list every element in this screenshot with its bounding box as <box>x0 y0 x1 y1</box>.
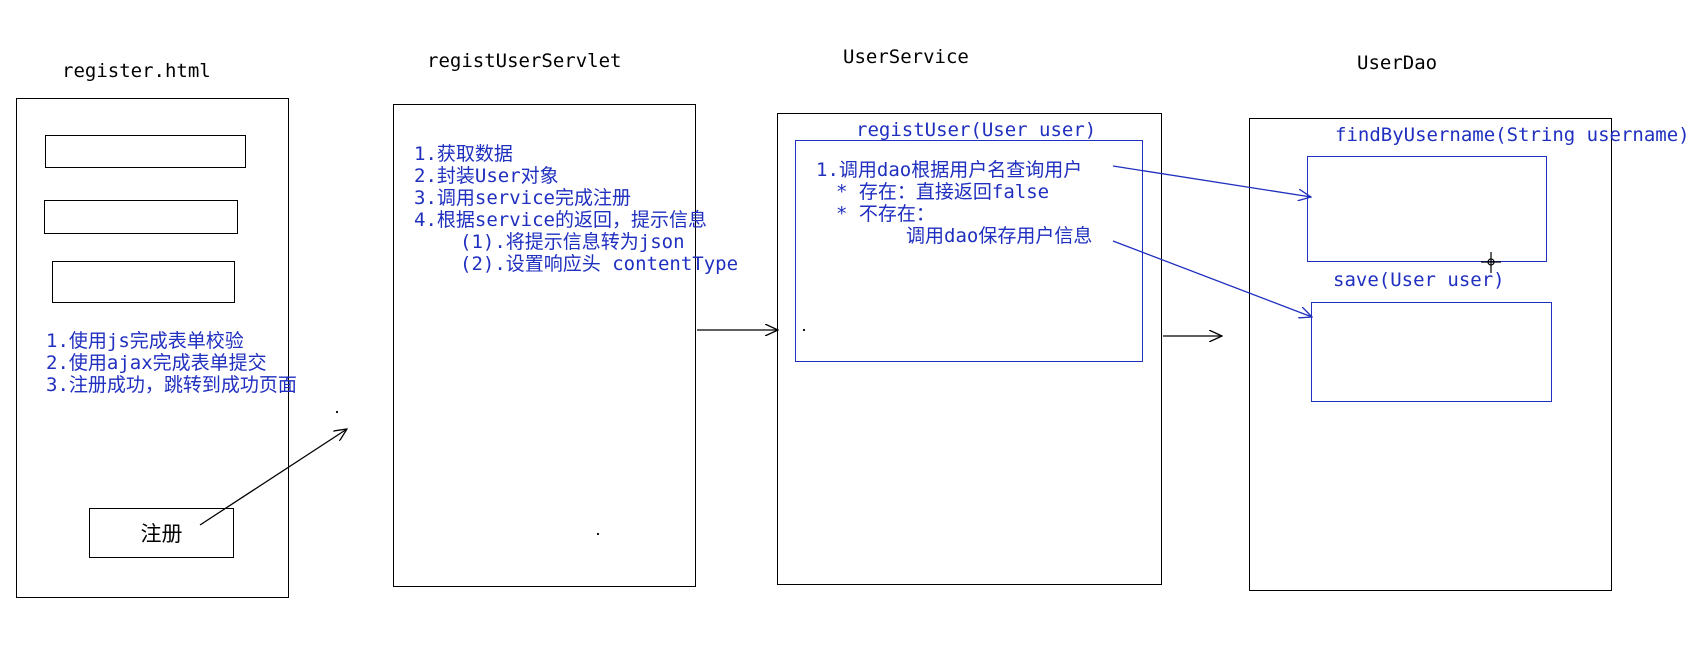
stray-dot <box>596 532 600 536</box>
service-note-2: * 存在：直接返回false <box>836 181 1050 203</box>
servlet-notes: 1.获取数据 2.封装User对象 3.调用service完成注册 4.根据se… <box>414 143 738 275</box>
service-note-4: 调用dao保存用户信息 <box>906 225 1093 247</box>
register-html-title: register.html <box>62 60 211 82</box>
service-notes: 1.调用dao根据用户名查询用户 * 存在：直接返回false * 不存在： 调… <box>816 159 1092 247</box>
username-input-box[interactable] <box>45 135 246 168</box>
service-title: UserService <box>843 46 969 68</box>
register-note-2: 2.使用ajax完成表单提交 <box>46 352 267 374</box>
service-note-3: * 不存在： <box>836 203 935 225</box>
arrow-query-to-find <box>1112 165 1311 197</box>
find-by-username-box <box>1307 156 1547 262</box>
register-note-1: 1.使用js完成表单校验 <box>46 330 244 352</box>
servlet-note-6: (2).设置响应头 contentType <box>460 253 739 275</box>
dao-title: UserDao <box>1357 52 1438 74</box>
servlet-note-4: 4.根据service的返回，提示信息 <box>414 209 707 231</box>
servlet-note-3: 3.调用service完成注册 <box>414 187 631 209</box>
register-notes: 1.使用js完成表单校验 2.使用ajax完成表单提交 3.注册成功，跳转到成功… <box>46 330 297 396</box>
arrow-save-to-save <box>1112 240 1312 317</box>
service-note-1: 1.调用dao根据用户名查询用户 <box>816 159 1083 181</box>
arrow-register-to-servlet <box>199 429 347 526</box>
service-panel <box>777 113 1162 585</box>
register-button[interactable]: 注册 <box>89 508 234 558</box>
regist-user-method-label: registUser(User user) <box>856 119 1097 141</box>
cursor-crosshair-icon <box>1481 252 1501 273</box>
extra-input-box[interactable] <box>52 261 235 303</box>
servlet-note-1: 1.获取数据 <box>414 143 513 165</box>
save-label: save(User user) <box>1333 269 1505 291</box>
stray-dot <box>802 328 806 332</box>
find-by-username-label: findByUsername(String username) <box>1335 124 1690 146</box>
register-note-3: 3.注册成功，跳转到成功页面 <box>46 374 297 396</box>
password-input-box[interactable] <box>44 200 238 234</box>
servlet-note-2: 2.封装User对象 <box>414 165 559 187</box>
stray-dot <box>335 410 339 414</box>
save-box <box>1311 302 1552 402</box>
regist-user-method-box <box>795 140 1143 362</box>
servlet-note-5: (1).将提示信息转为json <box>460 231 685 253</box>
servlet-panel <box>393 104 696 587</box>
servlet-title: registUserServlet <box>427 50 622 72</box>
